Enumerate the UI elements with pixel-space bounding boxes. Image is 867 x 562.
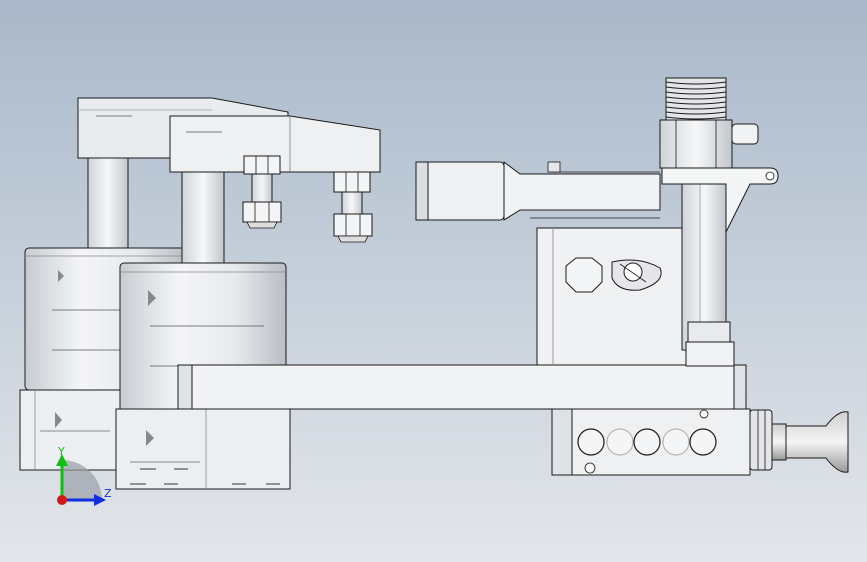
thread-ridge (665, 111, 727, 115)
y-axis-arrowhead (56, 454, 68, 466)
front-clamp-arm (169, 115, 381, 173)
y-axis-label: Y (57, 445, 65, 458)
z-axis-label: Z (104, 487, 112, 500)
threaded-fitting (659, 77, 759, 169)
thread-ridge (665, 86, 727, 90)
front-guide-rod (181, 171, 225, 265)
thread-ridge (665, 106, 727, 110)
x-axis-point (57, 495, 67, 505)
triad-quadrant (62, 460, 102, 500)
thread-ridge (665, 101, 727, 105)
vertical-column (681, 173, 735, 367)
lever-arm (415, 161, 661, 221)
plunger-knob (749, 409, 849, 473)
thread-ridge (665, 96, 727, 100)
pivot-bracket (536, 227, 688, 366)
front-cylinder-base (115, 408, 291, 490)
top-mounting-flange (661, 167, 779, 233)
valve-block (551, 408, 751, 476)
coordinate-triad: Y Z (56, 445, 112, 506)
back-cylinder-base (19, 389, 121, 471)
thread-ridge (665, 81, 727, 85)
thread-ridge (665, 91, 727, 95)
thread-ridge (665, 116, 727, 120)
z-axis-arrowhead (94, 494, 106, 506)
bolt-stack-right (333, 171, 373, 243)
main-beam (177, 364, 747, 410)
back-guide-rod (87, 157, 129, 251)
bolt-stack-left (242, 155, 282, 229)
